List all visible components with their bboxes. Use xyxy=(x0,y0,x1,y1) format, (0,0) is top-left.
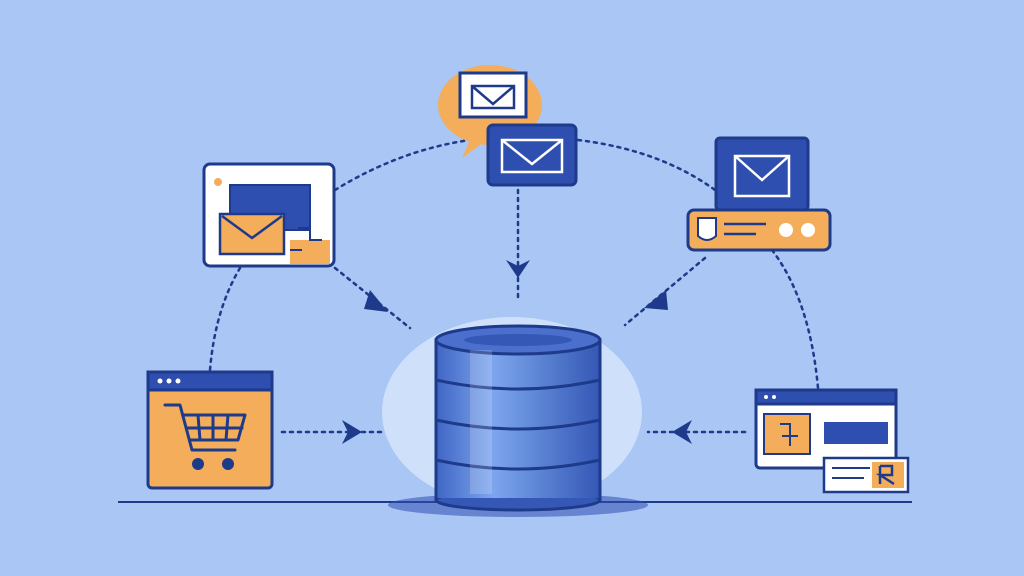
arc-right-lower xyxy=(770,248,820,390)
arc-left-lower xyxy=(208,266,242,372)
status-light xyxy=(801,223,815,237)
envelope-icon xyxy=(733,154,791,198)
arrowhead-cart xyxy=(342,420,362,444)
envelope-icon xyxy=(221,214,283,240)
connection-arcs xyxy=(208,138,820,390)
central-database xyxy=(434,324,602,512)
arrowhead-top xyxy=(506,260,530,278)
envelope-icon xyxy=(500,138,564,174)
arrowhead-left-window xyxy=(364,290,388,312)
arc-left-upper xyxy=(333,138,472,192)
arrowhead-web xyxy=(672,420,692,444)
arc-right-upper xyxy=(576,138,717,192)
arrow-heads xyxy=(342,260,692,444)
email-card-top xyxy=(486,123,578,187)
status-light xyxy=(779,223,793,237)
email-bubble xyxy=(438,65,542,158)
shopping-window xyxy=(146,370,274,490)
web-page-right xyxy=(754,388,910,494)
envelope-icon xyxy=(470,84,516,110)
email-window-left xyxy=(202,162,336,268)
flow-arrows xyxy=(280,188,747,434)
shopping-cart-icon xyxy=(163,403,247,452)
email-server-right xyxy=(686,136,832,252)
arrowhead-right-server xyxy=(644,290,668,310)
